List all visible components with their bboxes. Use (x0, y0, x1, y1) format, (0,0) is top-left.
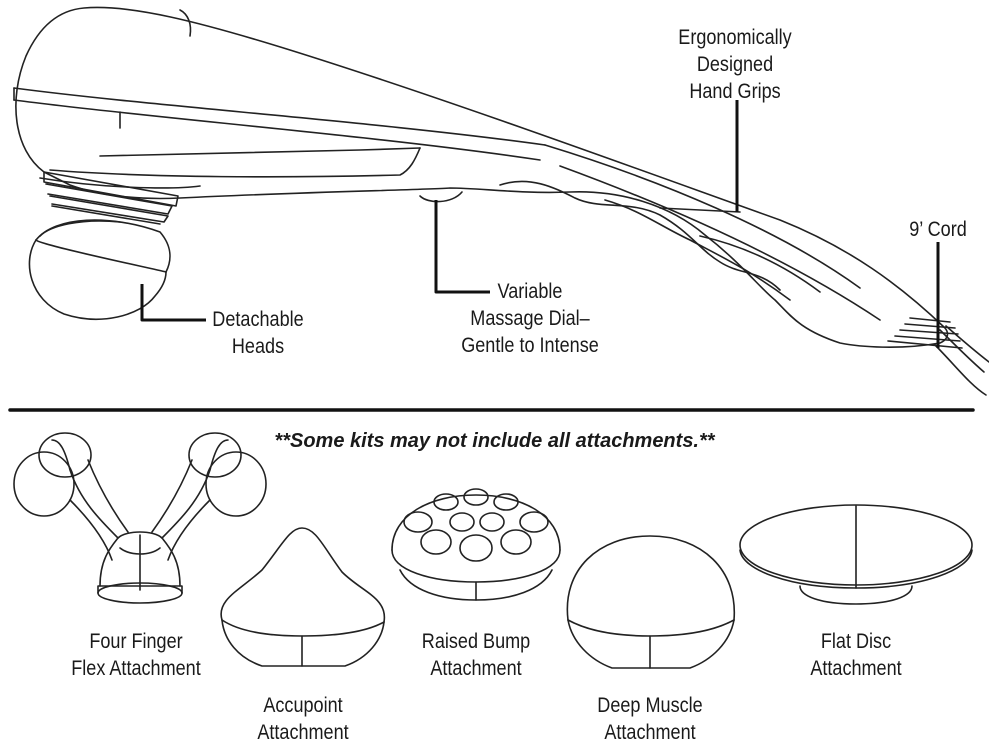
accupoint-attachment-icon (220, 527, 386, 667)
leader-lines (140, 100, 940, 348)
label-cord: 9’ Cord (895, 216, 981, 243)
grips-line-2: Designed (696, 53, 774, 76)
grips-line-1: Ergonomically (678, 26, 792, 49)
label-massage-dial: Variable Massage Dial– Gentle to Intense (444, 278, 616, 359)
label-hand-grips: Ergonomically Designed Hand Grips (662, 24, 808, 105)
heads-line-1: Detachable (212, 308, 304, 331)
flat-disc-attachment-icon (739, 504, 973, 605)
raised-bump-line-1: Raised Bump (421, 630, 531, 653)
label-detachable-heads: Detachable Heads (206, 306, 309, 360)
four-finger-line-2: Flex Attachment (71, 657, 201, 680)
massager-illustration (13, 6, 989, 396)
cord-line-1: 9’ Cord (909, 218, 967, 241)
accupoint-line-1: Accupoint (263, 694, 343, 717)
label-raised-bump: Raised Bump Attachment (407, 628, 545, 682)
grips-line-3: Hand Grips (689, 80, 781, 103)
heads-line-2: Heads (231, 335, 285, 358)
dial-line-2: Massage Dial– (470, 307, 590, 330)
raised-bump-attachment-icon (391, 488, 561, 601)
deep-muscle-line-2: Attachment (604, 721, 696, 744)
label-accupoint: Accupoint Attachment (239, 692, 368, 746)
flat-disc-line-1: Flat Disc (820, 630, 892, 653)
dial-line-1: Variable (497, 280, 563, 303)
raised-bump-line-2: Attachment (430, 657, 522, 680)
accupoint-line-2: Attachment (257, 721, 349, 744)
deep-muscle-attachment-icon (566, 535, 736, 669)
flat-disc-line-2: Attachment (810, 657, 902, 680)
deep-muscle-line-1: Deep Muscle (597, 694, 703, 717)
dial-line-3: Gentle to Intense (461, 334, 599, 357)
four-finger-attachment-icon (13, 432, 267, 604)
label-flat-disc: Flat Disc Attachment (787, 628, 925, 682)
label-deep-muscle: Deep Muscle Attachment (581, 692, 719, 746)
label-four-finger: Four Finger Flex Attachment (67, 628, 205, 682)
four-finger-line-1: Four Finger (89, 630, 183, 653)
attachments-note: **Some kits may not include all attachme… (274, 430, 715, 452)
